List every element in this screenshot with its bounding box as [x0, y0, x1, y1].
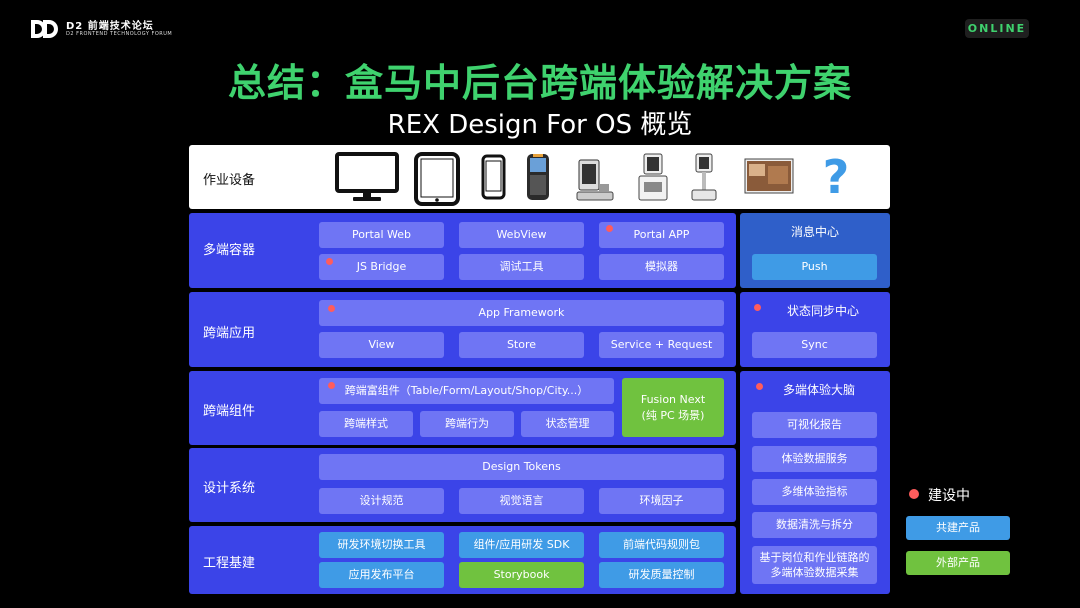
online-badge: ONLINE: [965, 19, 1029, 38]
fusion-next-line1: Fusion Next: [640, 393, 706, 406]
webview-chip: WebView: [459, 222, 584, 248]
sync-chip: Sync: [752, 332, 877, 358]
rich-components-chip: 跨端富组件（Table/Form/Layout/Shop/City...）: [319, 378, 614, 404]
app-row-label: 跨端应用: [203, 326, 256, 341]
js-bridge-chip: JS Bridge: [319, 254, 444, 280]
design-spec-chip: 设计规范: [319, 488, 444, 514]
building-dot: [756, 383, 763, 390]
app-framework-chip: App Framework: [319, 300, 724, 326]
d2-logo-icon: [31, 20, 58, 38]
tablet-icon: [414, 152, 460, 206]
page-subtitle: REX Design For OS 概览: [387, 110, 693, 140]
kiosk-icon: [638, 153, 668, 201]
data-collection-chip: 基于岗位和作业链路的 多端体验数据采集: [752, 546, 877, 584]
simulator-chip: 模拟器: [599, 254, 724, 280]
building-dot: [328, 305, 335, 312]
message-center-title: 消息中心: [790, 225, 839, 239]
push-chip: Push: [752, 254, 877, 280]
service-request-chip: Service + Request: [599, 332, 724, 358]
building-dot: [606, 225, 613, 232]
design-row-label: 设计系统: [203, 481, 256, 496]
portal-web-chip: Portal Web: [319, 222, 444, 248]
fusion-next-chip: Fusion Next (纯 PC 场景): [622, 378, 724, 437]
building-dot: [754, 304, 761, 311]
devices-row-label: 作业设备: [203, 173, 256, 188]
pos-terminal-icon: [576, 159, 614, 201]
experience-brain-title: 多端体验大脑: [782, 383, 855, 397]
monitor-icon: [335, 152, 399, 201]
quality-control-chip: 研发质量控制: [599, 562, 724, 588]
phone-icon: [481, 154, 506, 200]
building-dot: [328, 382, 335, 389]
components-row-label: 跨端组件: [203, 404, 256, 419]
env-factor-chip: 环境因子: [599, 488, 724, 514]
sync-center-title: 状态同步中心: [786, 304, 859, 318]
design-tokens-chip: Design Tokens: [319, 454, 724, 480]
component-sdk-chip: 组件/应用研发 SDK: [459, 532, 584, 558]
debug-tools-chip: 调试工具: [459, 254, 584, 280]
question-mark-icon: ?: [822, 150, 850, 204]
cross-behavior-chip: 跨端行为: [420, 411, 514, 437]
experience-data-service-chip: 体验数据服务: [752, 446, 877, 472]
store-chip: Store: [459, 332, 584, 358]
visual-report-chip: 可视化报告: [752, 412, 877, 438]
cross-style-chip: 跨端样式: [319, 411, 413, 437]
infra-row-label: 工程基建: [203, 556, 256, 571]
multi-dim-metric-chip: 多维体验指标: [752, 479, 877, 505]
legend-shared-product: 共建产品: [906, 516, 1010, 540]
data-collection-line2: 多端体验数据采集: [770, 566, 859, 579]
logo-subtitle: D2 FRONTEND TECHNOLOGY FORUM: [66, 31, 173, 37]
building-dot: [326, 258, 333, 265]
container-row-label: 多端容器: [203, 243, 256, 258]
display-screen-icon: [744, 158, 794, 194]
visual-language-chip: 视觉语言: [459, 488, 584, 514]
legend-building-label: 建设中: [928, 488, 970, 504]
page-title: 总结：盒马中后台跨端体验解决方案: [227, 61, 852, 105]
portal-app-chip: Portal APP: [599, 222, 724, 248]
code-rules-chip: 前端代码规则包: [599, 532, 724, 558]
env-switch-tool-chip: 研发环境切换工具: [319, 532, 444, 558]
storybook-chip: Storybook: [459, 562, 584, 588]
logo-title: D2 前端技术论坛: [66, 21, 154, 32]
fusion-next-line2: (纯 PC 场景): [641, 409, 705, 422]
handheld-scanner-icon: [527, 154, 549, 200]
data-collection-line1: 基于岗位和作业链路的: [759, 551, 870, 564]
release-platform-chip: 应用发布平台: [319, 562, 444, 588]
data-cleaning-chip: 数据清洗与拆分: [752, 512, 877, 538]
scale-icon: [691, 153, 717, 201]
view-chip: View: [319, 332, 444, 358]
state-management-chip: 状态管理: [521, 411, 614, 437]
legend-external-product: 外部产品: [906, 551, 1010, 575]
legend-building-dot: [909, 489, 919, 499]
